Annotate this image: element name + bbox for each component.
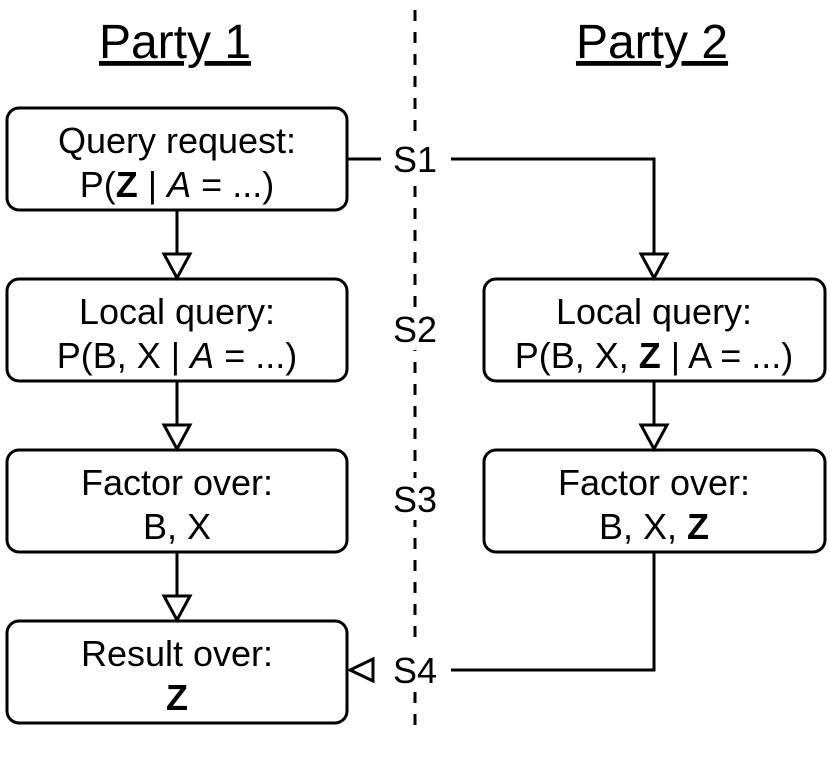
arrow-p2-local-to-factor — [638, 381, 670, 453]
party1-factor-vars: B, X — [143, 506, 211, 547]
party2-local-query-formula: P(B, X, Z | A = ...) — [515, 335, 793, 376]
party1-factor-box: Factor over: B, X — [5, 448, 349, 554]
arrow-local-to-factor — [161, 381, 193, 453]
result-title: Result over: — [81, 633, 273, 674]
result-box: Result over: Z — [5, 619, 349, 725]
step-s3-label: S3 — [393, 479, 437, 520]
party1-factor-title: Factor over: — [81, 462, 273, 503]
party1-local-query-formula: P(B, X | A = ...) — [57, 335, 297, 376]
query-request-box: Query request: P(Z | A = ...) — [5, 106, 349, 212]
step-s4-label: S4 — [393, 650, 437, 691]
party2-local-query-title: Local query: — [556, 291, 752, 332]
party2-factor-box: Factor over: B, X, Z — [482, 448, 827, 554]
s1-connector — [347, 157, 670, 282]
step-s2-label: S2 — [393, 309, 437, 350]
query-request-formula: P(Z | A = ...) — [80, 164, 274, 205]
party2-factor-vars: B, X, Z — [599, 506, 709, 547]
party1-heading: Party 1 — [99, 16, 251, 69]
party1-local-query-box: Local query: P(B, X | A = ...) — [5, 277, 349, 383]
query-request-title: Query request: — [58, 120, 296, 161]
arrow-request-to-local — [161, 210, 193, 282]
step-s1-label: S1 — [393, 139, 437, 180]
party2-factor-title: Factor over: — [558, 462, 750, 503]
party2-local-query-box: Local query: P(B, X, Z | A = ...) — [482, 277, 827, 383]
result-vars: Z — [166, 677, 188, 718]
party1-local-query-title: Local query: — [79, 291, 275, 332]
s4-connector — [346, 552, 656, 684]
arrow-factor-to-result — [161, 552, 193, 624]
party2-heading: Party 2 — [576, 16, 728, 69]
